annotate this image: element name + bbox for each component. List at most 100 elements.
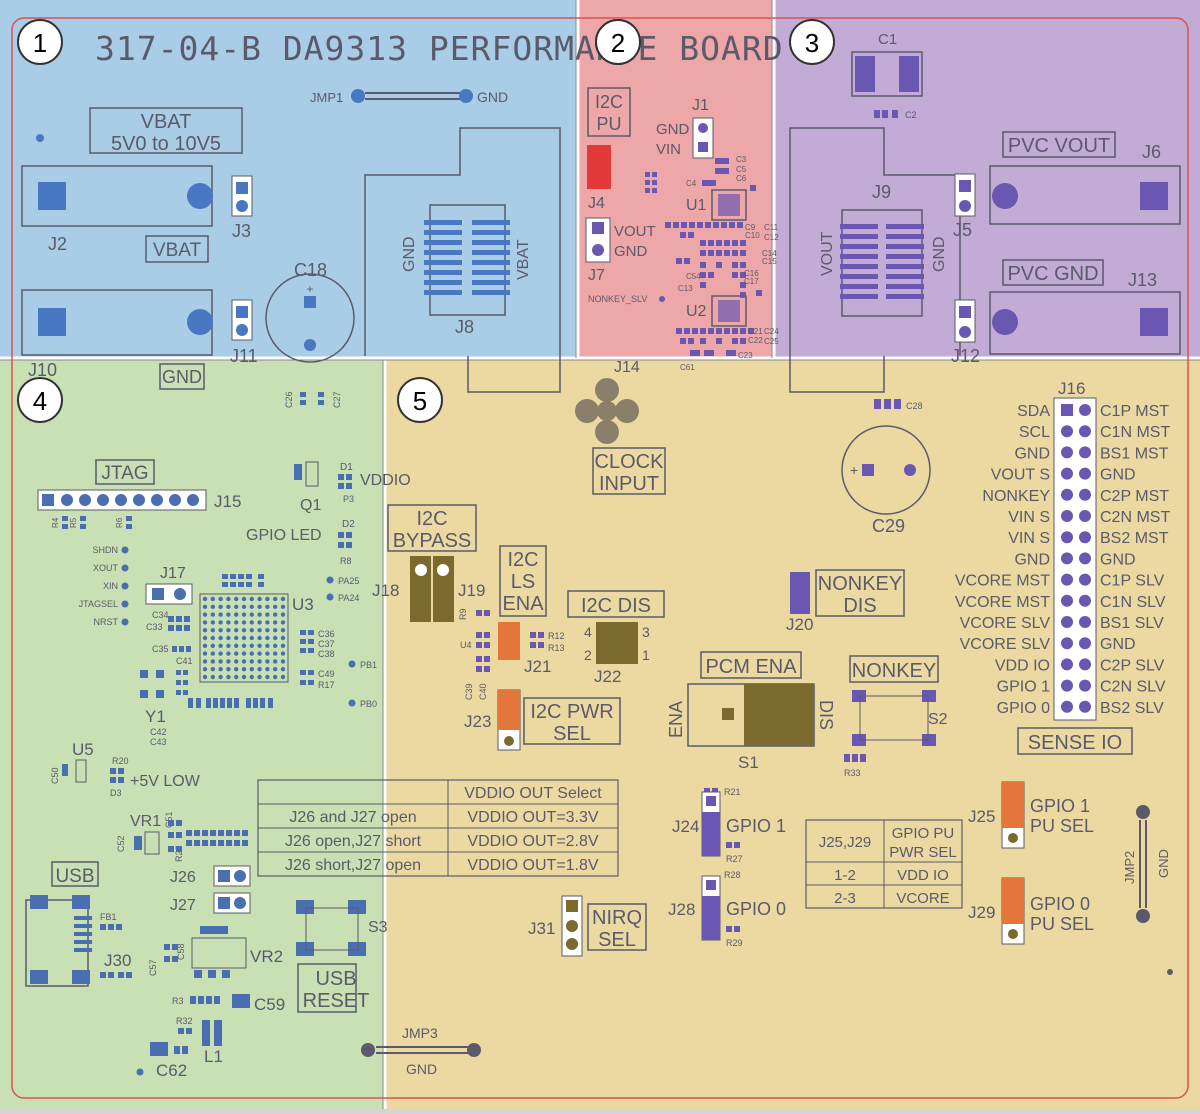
j16-pin-right xyxy=(1079,637,1091,650)
j16-pin-right xyxy=(1079,404,1091,416)
j16-right-label: BS2 MST xyxy=(1100,530,1169,547)
bga-ball xyxy=(273,659,278,664)
i2c-pu-line2: PU xyxy=(596,114,621,134)
bga-ball xyxy=(273,596,278,602)
i2c-pwr-sel-line2: SEL xyxy=(553,723,591,745)
r9-label: R9 xyxy=(458,608,468,620)
bga-ball xyxy=(202,596,208,602)
vddio-row2-result: VDDIO OUT=2.8V xyxy=(467,833,598,850)
region-4: C26 C27 JTAG J15 R4 R5 R6 Q1 D1 VDDIO P3… xyxy=(25,391,411,1080)
vddio-label: VDDIO xyxy=(360,472,411,489)
bga-ball xyxy=(226,643,231,648)
svg-text:R5: R5 xyxy=(69,517,78,528)
bga-ball xyxy=(257,612,262,617)
bga-ball xyxy=(265,628,270,633)
clock-input-line2: INPUT xyxy=(599,473,659,495)
svg-text:C24: C24 xyxy=(764,327,779,336)
c58-label: C58 xyxy=(176,943,186,960)
region-1-bg xyxy=(0,0,578,358)
vddio-row3-result: VDDIO OUT=1.8V xyxy=(467,857,598,874)
r13-label: R13 xyxy=(548,643,565,653)
svg-text:+: + xyxy=(850,462,858,478)
bga-ball xyxy=(234,674,239,680)
j16-pin-right xyxy=(1079,425,1091,438)
j16-pin-left xyxy=(1061,552,1073,565)
region-number-1: 1 xyxy=(33,28,47,58)
bga-ball xyxy=(273,674,278,680)
plus5v-low-label: +5V LOW xyxy=(130,773,201,790)
j16-pin-left xyxy=(1061,658,1073,671)
svg-text:C23: C23 xyxy=(738,351,753,360)
bga-ball xyxy=(273,651,278,656)
jmp3-label: JMP3 xyxy=(402,1025,438,1041)
r28-label: R28 xyxy=(724,870,741,880)
bga-ball xyxy=(218,643,223,648)
svg-text:NRST: NRST xyxy=(94,617,119,627)
clock-input-line1: CLOCK xyxy=(595,451,665,473)
j16-left-label: VCORE MST xyxy=(955,573,1050,590)
j16-pin-left xyxy=(1061,637,1073,650)
svg-text:C14: C14 xyxy=(762,249,777,258)
jmp1-label: JMP1 xyxy=(310,90,343,105)
bga-ball xyxy=(265,635,270,641)
j16-left-label: VIN S xyxy=(1008,530,1050,547)
jmp3-gnd-label: GND xyxy=(406,1061,437,1077)
j28-label: J28 xyxy=(668,900,695,919)
u5-label: U5 xyxy=(72,740,94,759)
j16-left-label: GPIO 0 xyxy=(997,700,1050,717)
j31-label: J31 xyxy=(528,919,555,938)
i2c-pwr-sel-line1: I2C PWR xyxy=(530,701,613,723)
j16-pin-left xyxy=(1061,425,1073,438)
svg-text:C21: C21 xyxy=(748,327,763,336)
i2c-ls-ena-line2: LS xyxy=(511,571,535,593)
bga-ball xyxy=(226,635,231,641)
j8-gnd-label: GND xyxy=(401,236,418,272)
bga-ball xyxy=(273,667,278,672)
c35-label: C35 xyxy=(152,644,169,654)
region-3: C1 C2 PVC VOUT J6 J9 VOUT GND J5 PVC xyxy=(789,31,1181,393)
u3-label: U3 xyxy=(292,595,314,614)
j16-left-label: NONKEY xyxy=(982,488,1050,505)
bga-ball xyxy=(257,635,262,641)
r22-label: R22 xyxy=(174,845,184,862)
region-5: J14 CLOCK INPUT C28 + C29 I2C BYPASS J18… xyxy=(361,359,1173,1077)
nonkey-slv-label: NONKEY_SLV xyxy=(588,294,647,304)
bga-ball xyxy=(241,635,247,641)
bga-ball xyxy=(218,659,223,664)
j16-pin-right xyxy=(1079,594,1091,607)
j16-right-label: GND xyxy=(1100,467,1136,484)
r33-label: R33 xyxy=(844,768,861,778)
bga-ball xyxy=(210,651,215,656)
svg-text:SHDN: SHDN xyxy=(92,545,118,555)
bga-ball xyxy=(249,667,254,672)
ena-label: ENA xyxy=(666,701,686,738)
c34-label: C34 xyxy=(152,610,169,620)
d2-label: D2 xyxy=(342,519,355,530)
j13-label: J13 xyxy=(1128,270,1157,290)
bga-ball xyxy=(280,620,286,625)
svg-text:C9: C9 xyxy=(745,223,756,232)
bga-ball xyxy=(226,604,231,609)
svg-text:C61: C61 xyxy=(680,363,695,372)
j16-right-label: C1N MST xyxy=(1100,424,1170,441)
c29-label: C29 xyxy=(872,516,905,536)
nirq-sel-line1: NIRQ xyxy=(592,907,642,929)
bga-ball xyxy=(241,612,247,617)
r32-label: R32 xyxy=(176,1016,193,1026)
bga-ball xyxy=(218,628,223,633)
bga-ball xyxy=(257,674,262,680)
vddio-table-header: VDDIO OUT Select xyxy=(464,785,602,802)
j16-pin-left xyxy=(1061,510,1073,522)
gpio1-pu-sel-line1: GPIO 1 xyxy=(1030,796,1090,816)
bga-ball xyxy=(234,604,239,609)
svg-text:R6: R6 xyxy=(115,517,124,528)
bga-ball xyxy=(241,659,247,664)
j16-left-label: VCORE MST xyxy=(955,594,1050,611)
bga-ball xyxy=(241,620,247,625)
bga-ball xyxy=(241,651,247,656)
i2c-ls-ena-line1: I2C xyxy=(507,549,538,571)
j24-label: J24 xyxy=(672,817,699,836)
vddio-row1-result: VDDIO OUT=3.3V xyxy=(467,809,598,826)
bga-ball xyxy=(241,643,247,648)
svg-text:+: + xyxy=(306,282,313,296)
